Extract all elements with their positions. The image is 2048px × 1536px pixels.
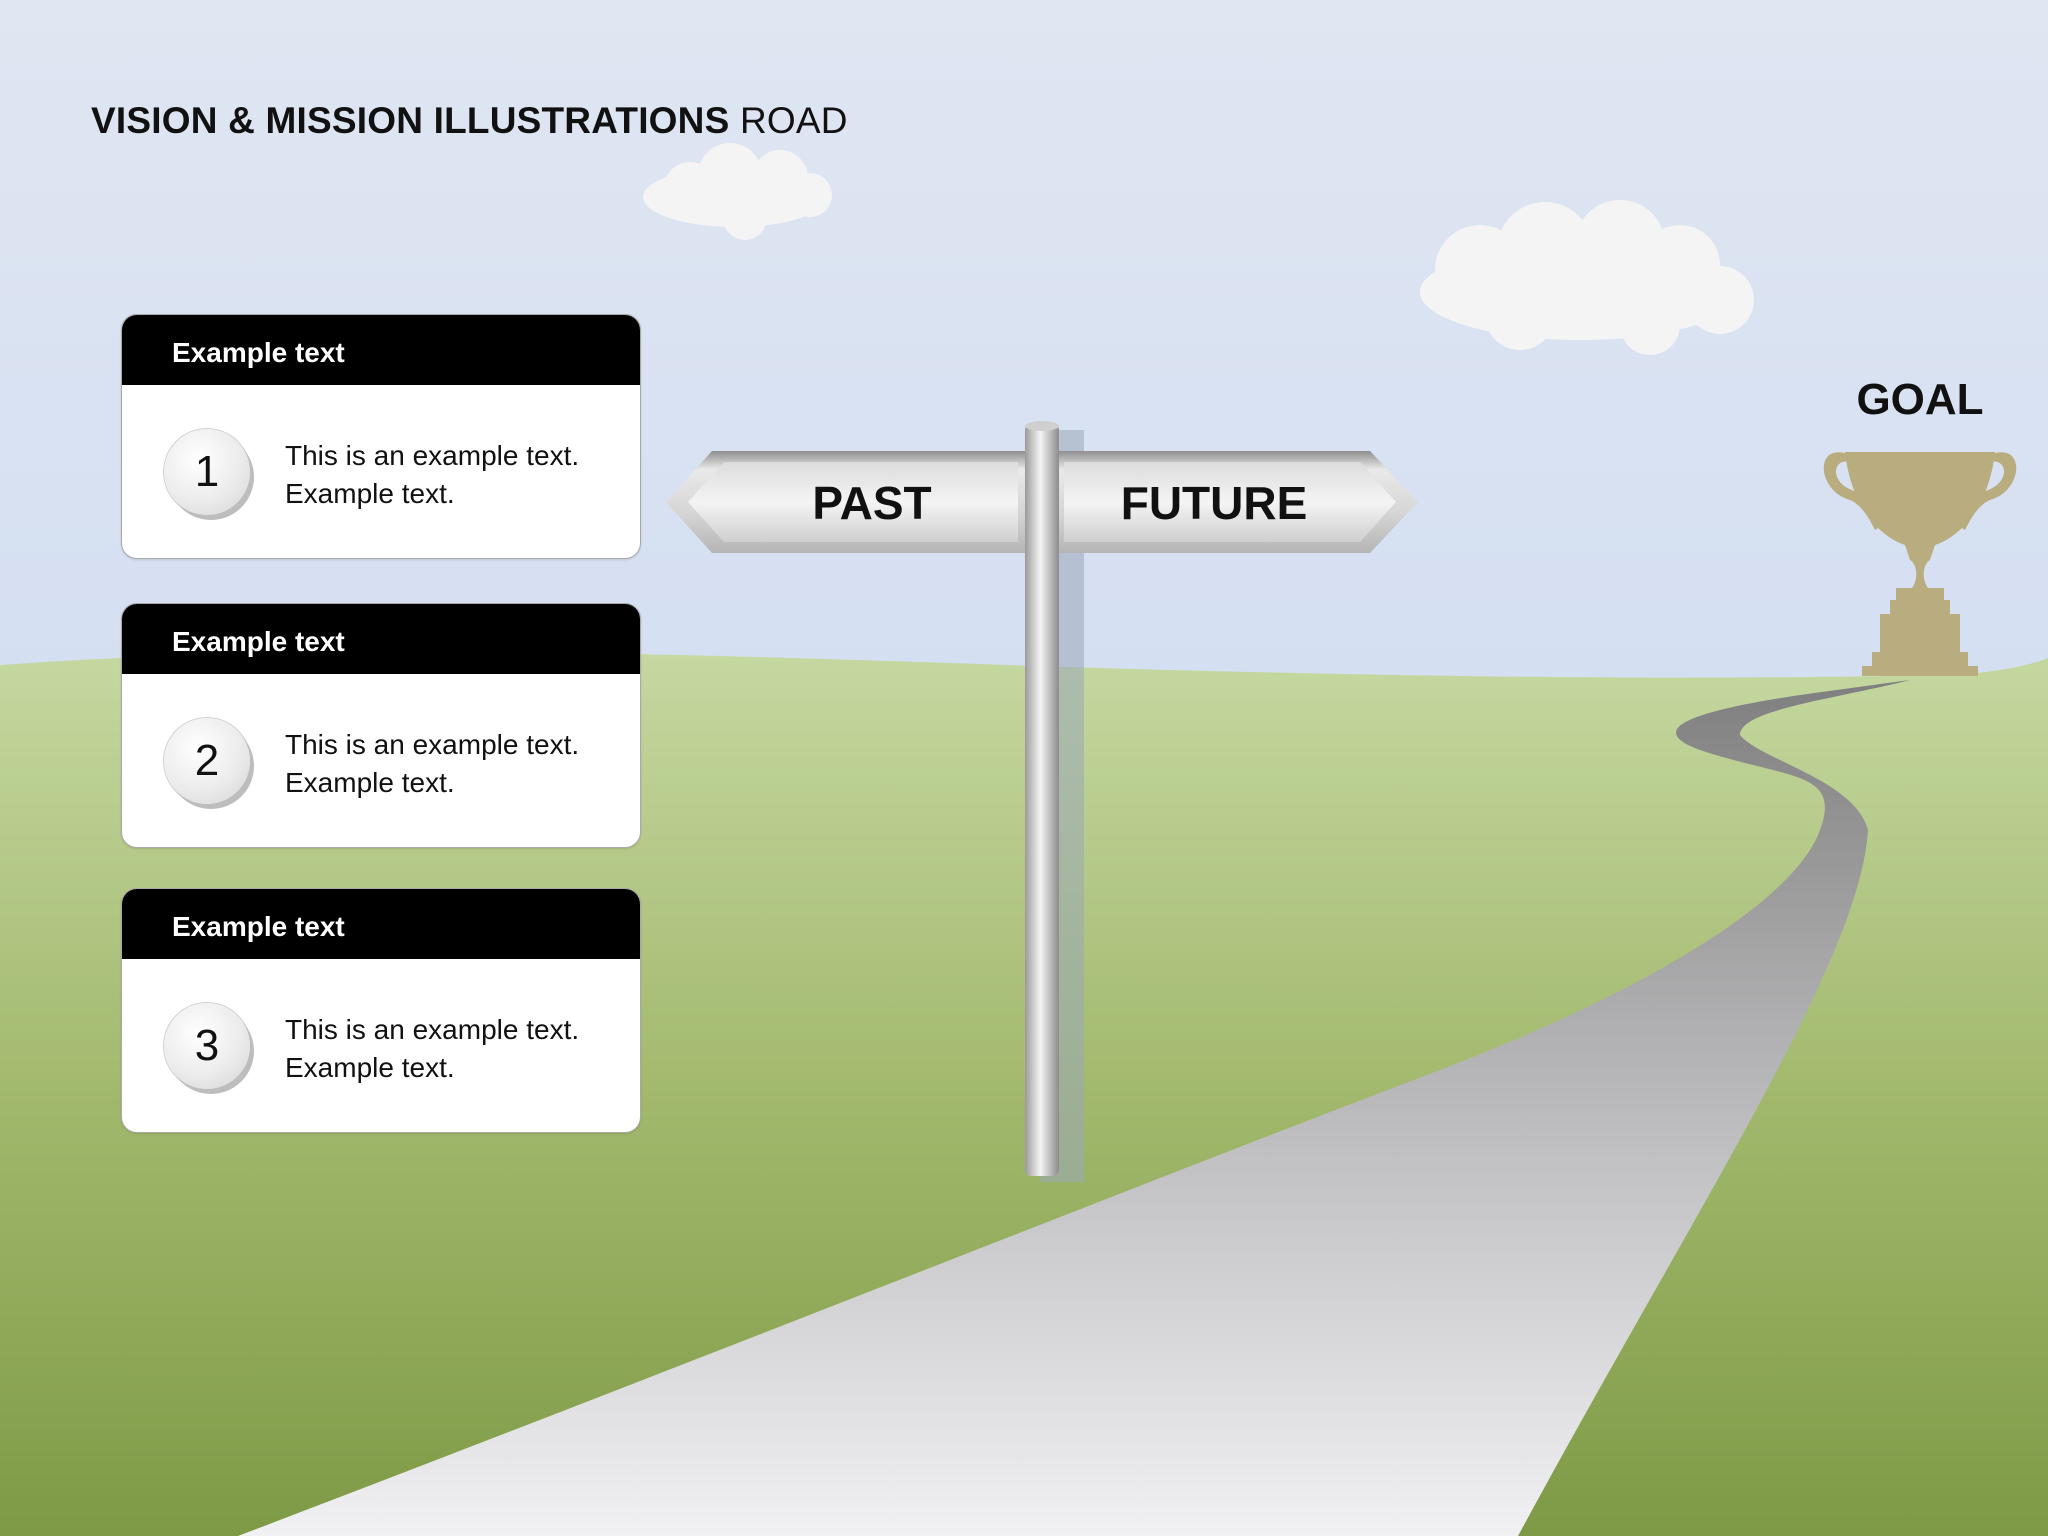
info-card-1: Example text 1 This is an example text. …	[121, 314, 641, 559]
goal-label: GOAL	[1856, 375, 1984, 424]
page-title: VISION & MISSION ILLUSTRATIONS ROAD	[91, 100, 848, 142]
number-badge: 2	[164, 718, 250, 804]
cloud-icon	[1420, 200, 1754, 355]
card-text: This is an example text. Example text.	[285, 729, 580, 798]
card-text: This is an example text. Example text.	[285, 1014, 580, 1083]
signpost	[666, 421, 1418, 1182]
info-card-3: Example text 3 This is an example text. …	[121, 888, 641, 1133]
card-header: Example text	[122, 889, 640, 959]
pole	[1025, 424, 1059, 1176]
number-badge: 3	[164, 1003, 250, 1089]
past-label: PAST	[812, 477, 932, 529]
card-header: Example text	[122, 315, 640, 385]
card-header: Example text	[122, 604, 640, 674]
future-label: FUTURE	[1120, 477, 1308, 529]
cloud-icon	[643, 143, 832, 240]
title-bold: VISION & MISSION ILLUSTRATIONS	[91, 100, 730, 141]
card-text: This is an example text. Example text.	[285, 440, 580, 509]
trophy-icon	[1823, 452, 2017, 676]
info-card-2: Example text 2 This is an example text. …	[121, 603, 641, 848]
number-badge: 1	[164, 429, 250, 515]
road	[238, 680, 1910, 1536]
title-light: ROAD	[739, 100, 848, 141]
